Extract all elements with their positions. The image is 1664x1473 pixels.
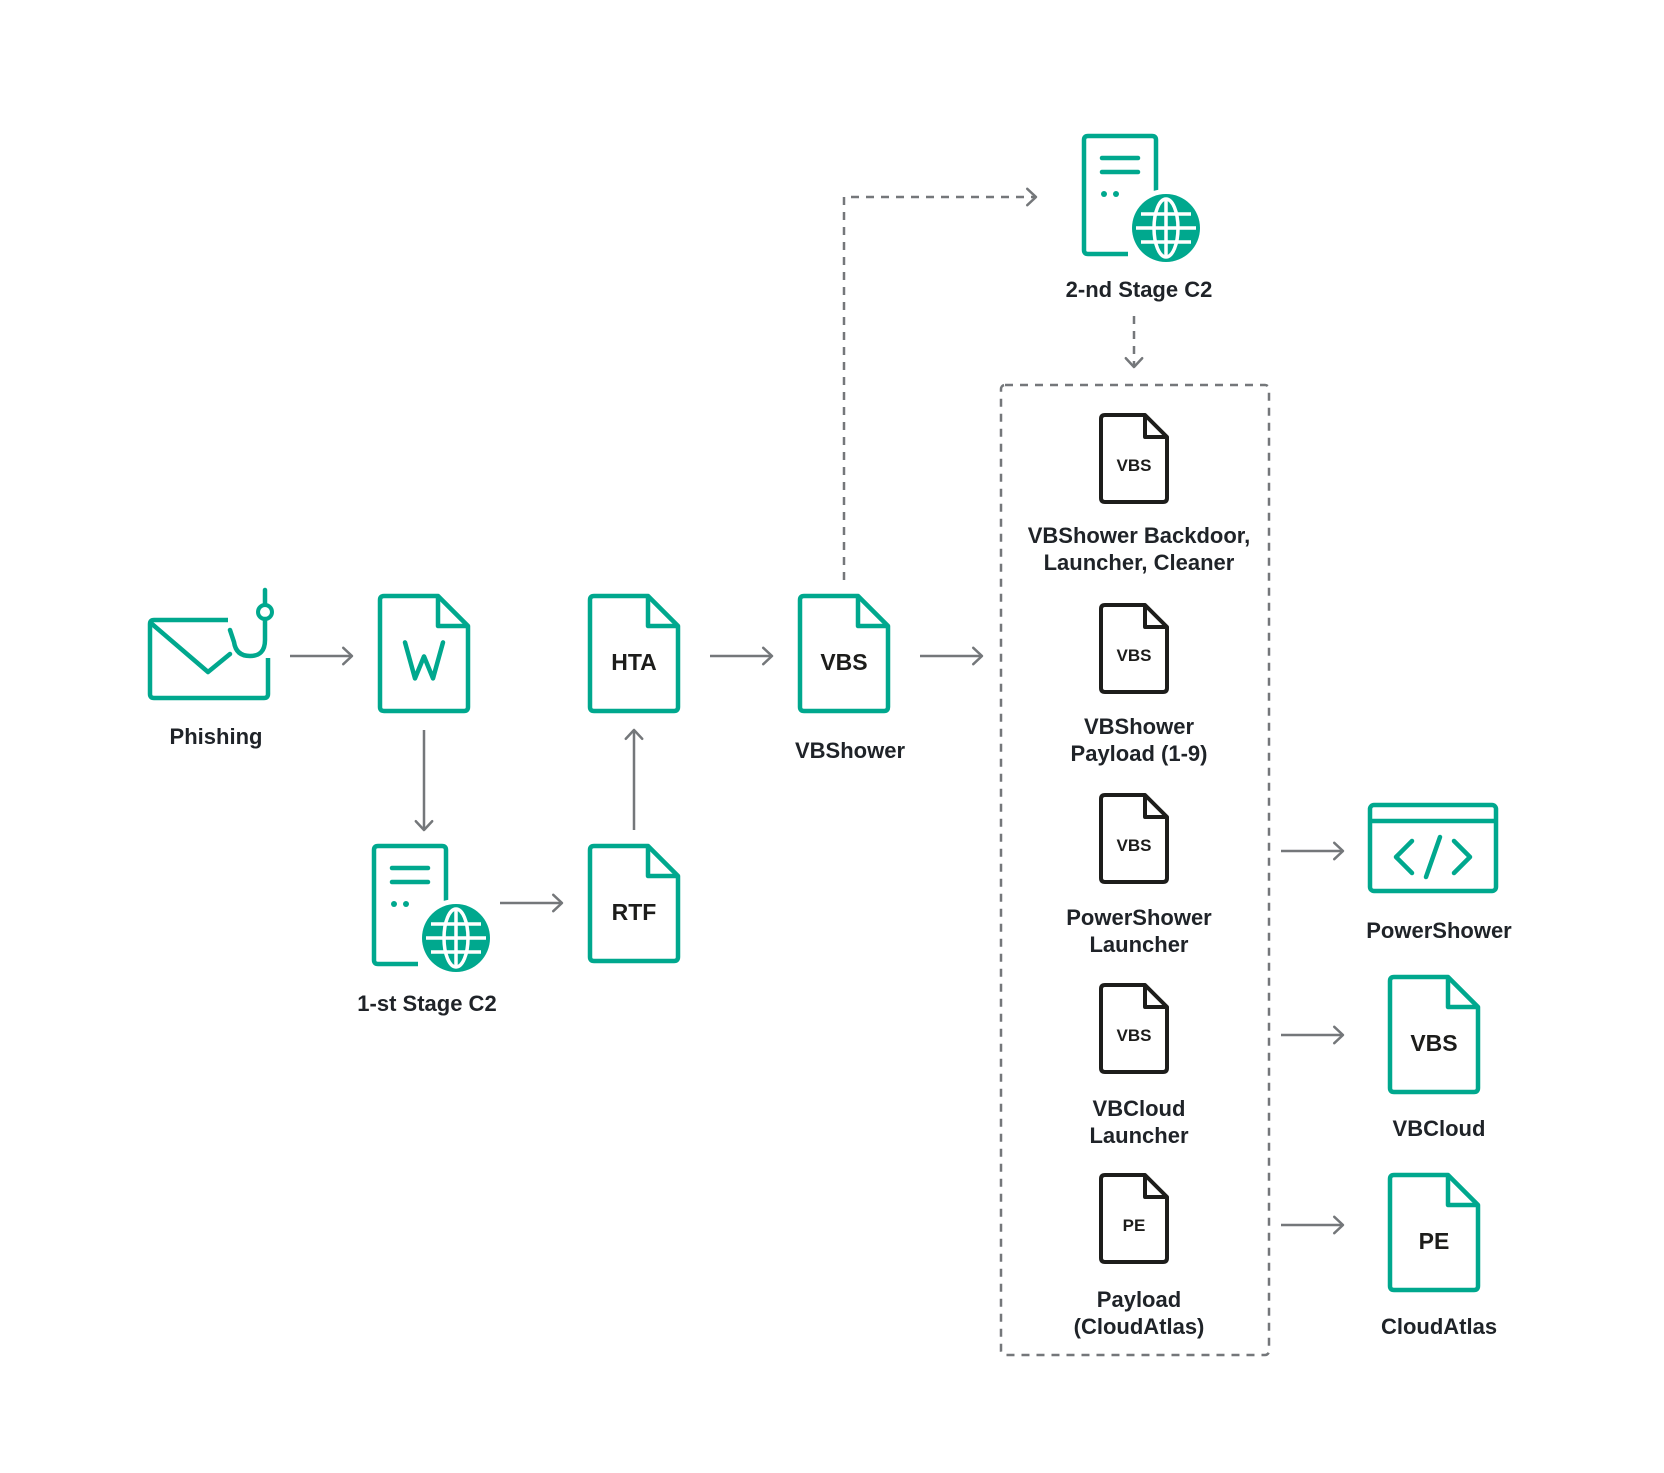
module-label-payload-cloudatlas: Payload (CloudAtlas)	[1073, 1287, 1205, 1339]
module-label-vbshower-backdoor: VBShower Backdoor, Launcher, Cleaner	[1027, 523, 1251, 575]
module-file-icon-0-glyph: VBS	[1117, 456, 1152, 475]
module-file-icon-1: VBS	[1099, 603, 1169, 694]
module-file-icon-3: VBS	[1099, 983, 1169, 1074]
module-file-icon-4-glyph: PE	[1123, 1216, 1146, 1235]
stage2-c2-label: 2-nd Stage C2	[1065, 277, 1213, 302]
output-label-powershower: PowerShower	[1366, 918, 1512, 943]
arrow-rtf-to-hta	[624, 728, 644, 830]
arrow-hta-to-vbs	[710, 646, 774, 666]
rtf-file-icon: RTF	[587, 843, 681, 964]
arrow-doc-to-stage1	[414, 730, 434, 832]
arrow-vbs-to-group	[920, 646, 984, 666]
arrow-group-to-powershower	[1281, 841, 1345, 861]
module-label-vbshower-payload: VBShower Payload (1-9)	[1070, 714, 1208, 766]
arrow-group-to-cloudatlas	[1281, 1215, 1345, 1235]
vbshower-file-icon: VBS	[797, 593, 891, 714]
cloudatlas-file-icon: PE	[1387, 1172, 1481, 1293]
globe-icon	[1127, 189, 1205, 267]
module-file-icon-3-glyph: VBS	[1117, 1026, 1152, 1045]
output-label-vbcloud: VBCloud	[1392, 1116, 1486, 1141]
globe-icon	[417, 899, 495, 977]
cloudatlas-file-icon-glyph: PE	[1419, 1228, 1450, 1254]
module-file-icon-2-glyph: VBS	[1117, 836, 1152, 855]
vbshower-label: VBShower	[794, 738, 906, 763]
hta-file-icon: HTA	[587, 593, 681, 714]
module-label-vbcloud-launcher: VBCloud Launcher	[1089, 1096, 1189, 1148]
vbshower-file-icon-glyph: VBS	[820, 649, 867, 675]
module-file-icon-0: VBS	[1099, 413, 1169, 504]
arrow-group-to-vbcloud	[1281, 1025, 1345, 1045]
hta-file-icon-glyph: HTA	[611, 649, 657, 675]
word-document-icon	[377, 593, 471, 714]
module-file-icon-4: PE	[1099, 1173, 1169, 1264]
stage1-c2-label: 1-st Stage C2	[357, 991, 497, 1016]
stage2-c2-server-icon	[1081, 133, 1205, 267]
arrow-phishing-to-doc	[290, 646, 354, 666]
module-file-icon-1-glyph: VBS	[1117, 646, 1152, 665]
word-w-glyph	[402, 640, 446, 681]
vbcloud-file-icon-glyph: VBS	[1410, 1030, 1457, 1056]
vbcloud-file-icon: VBS	[1387, 974, 1481, 1095]
arrow-vbs-to-stage2	[842, 187, 1038, 580]
phishing-envelope-hook-icon	[147, 587, 274, 701]
phishing-label: Phishing	[169, 724, 263, 749]
module-label-powershower-launcher: PowerShower Launcher	[1066, 905, 1212, 957]
module-group-dashed-box	[999, 383, 1271, 1357]
stage1-c2-server-icon	[371, 843, 495, 977]
output-label-cloudatlas: CloudAtlas	[1380, 1314, 1498, 1339]
rtf-file-icon-glyph: RTF	[612, 899, 657, 925]
code-window-icon	[1367, 802, 1499, 894]
module-file-icon-2: VBS	[1099, 793, 1169, 884]
arrow-stage2-to-group	[1124, 316, 1144, 369]
arrow-stage1-to-rtf	[500, 893, 564, 913]
